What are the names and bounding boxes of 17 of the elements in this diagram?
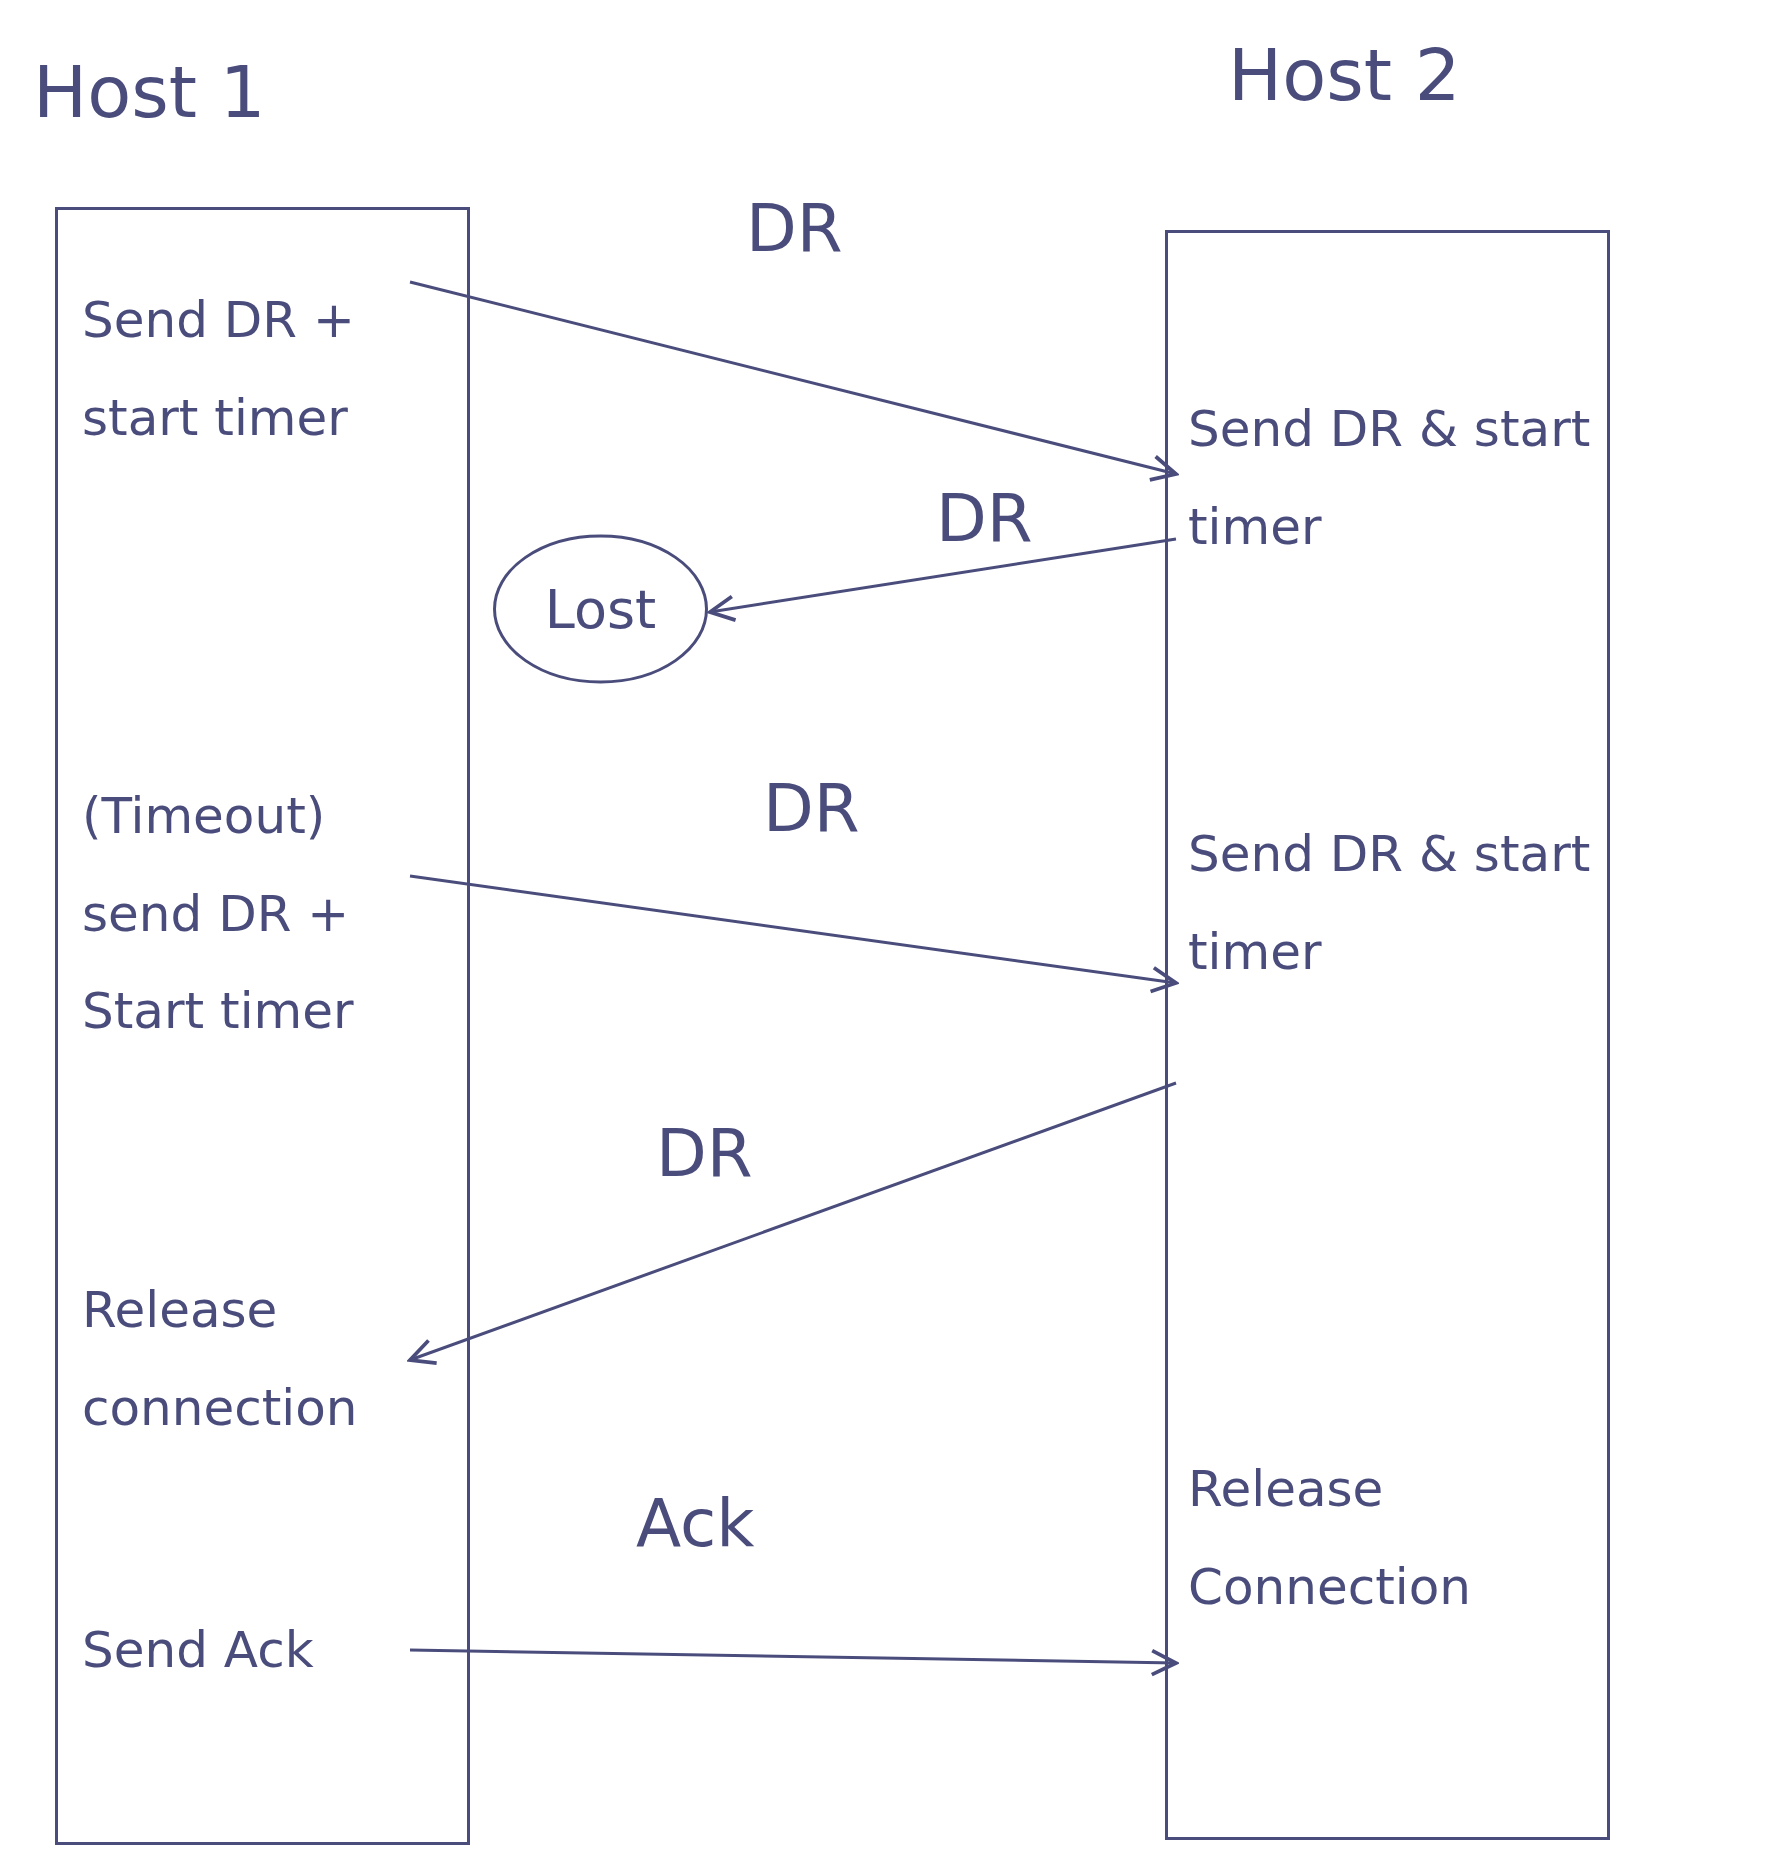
message-arrow [409,280,1178,482]
step-text: Release connection [81,1280,359,1439]
step-text: Send DR + start timer [81,290,356,449]
step-text: Send DR & start timer [1187,824,1592,983]
message-arrow [409,874,1178,994]
host-title: Host 1 [33,50,266,134]
message-arrow [708,537,1177,622]
step-text: Release Connection [1187,1459,1472,1618]
step-text: Send Ack [81,1620,315,1681]
step-text: send DR + Start timer [81,883,355,1042]
lost-ellipse [491,532,710,686]
step-text: Send DR & start timer [1187,399,1592,558]
message-arrow [409,1648,1178,1677]
step-text: (Timeout) [81,786,327,847]
host-title: Host 2 [1228,33,1461,117]
lost-text: Lost [544,577,657,641]
message-arrow [408,1081,1177,1365]
